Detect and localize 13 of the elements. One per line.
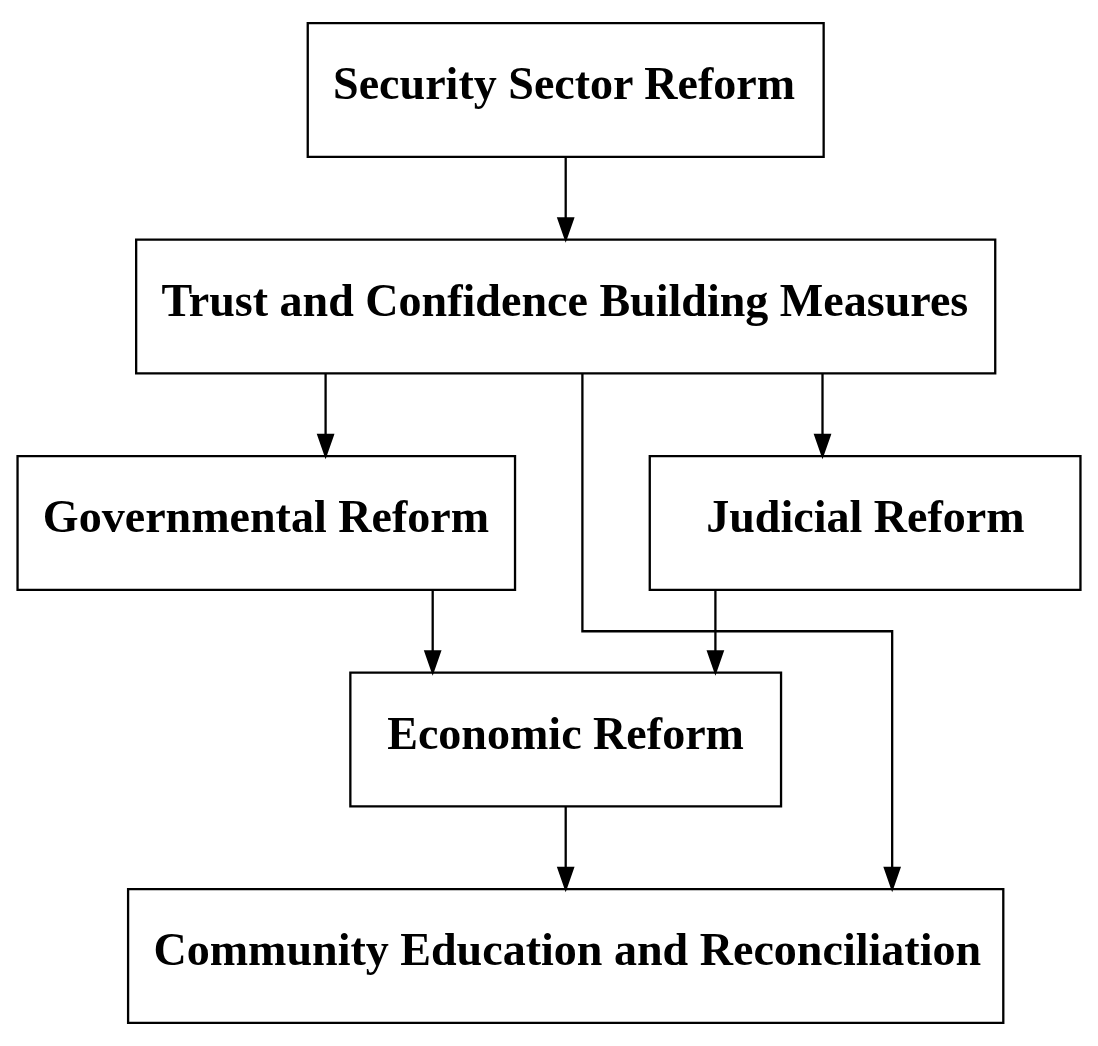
arrow [423,590,442,676]
node-box: Economic Reform [349,671,783,808]
node-box: Judicial Reform [648,455,1082,591]
node-box: Trust and Confidence Building Measures [135,238,997,375]
node-box: Governmental Reform [16,455,517,591]
arrow [581,373,902,893]
arrow [706,590,725,676]
arrow [813,373,832,460]
node-box: Security Sector Reform [306,22,825,158]
arrow [556,806,575,893]
node-box: Community Education and Reconciliation [126,888,1005,1024]
arrow [316,373,335,460]
arrow [556,157,575,243]
